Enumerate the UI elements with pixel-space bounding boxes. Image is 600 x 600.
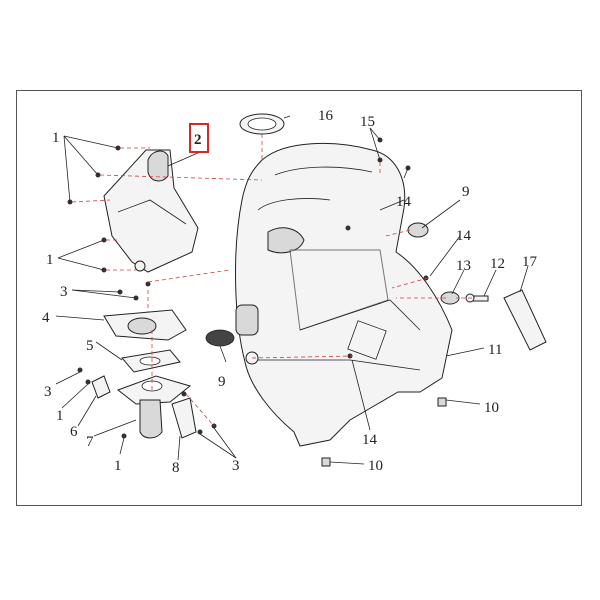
callout-labels: 1 1 1 1 2 3 3 3 4 5 6 7 8 9 9 10 10 11 1… bbox=[42, 108, 538, 476]
ring-trim[interactable] bbox=[239, 113, 285, 135]
callout-8: 8 bbox=[172, 460, 180, 476]
screws[interactable] bbox=[67, 137, 429, 439]
speaker-grille[interactable] bbox=[205, 329, 235, 347]
callout-16: 16 bbox=[318, 108, 334, 124]
callout-17: 17 bbox=[522, 254, 538, 270]
callout-1: 1 bbox=[56, 408, 64, 424]
callout-1: 1 bbox=[52, 130, 60, 146]
clip-10-lower[interactable] bbox=[321, 457, 331, 467]
callout-14: 14 bbox=[396, 194, 412, 210]
small-cap[interactable] bbox=[440, 291, 460, 305]
callout-14: 14 bbox=[362, 432, 378, 448]
callout-3: 3 bbox=[44, 384, 52, 400]
gasket-plate[interactable] bbox=[121, 349, 181, 373]
callout-13: 13 bbox=[456, 258, 471, 274]
leader-lines bbox=[55, 115, 529, 465]
callout-2: 2 bbox=[194, 132, 202, 148]
upper-inner-cover[interactable] bbox=[103, 149, 199, 273]
diagram-frame bbox=[16, 90, 582, 506]
clip-10-upper[interactable] bbox=[437, 397, 447, 407]
callout-14: 14 bbox=[456, 228, 472, 244]
ignition-bracket[interactable] bbox=[103, 309, 187, 341]
callout-1: 1 bbox=[46, 252, 54, 268]
clip-6[interactable] bbox=[91, 375, 111, 399]
lock-housing[interactable] bbox=[116, 375, 192, 439]
callout-9: 9 bbox=[462, 184, 470, 200]
callout-3: 3 bbox=[232, 458, 240, 474]
callout-1: 1 bbox=[114, 458, 122, 474]
front-leg-shield-panel[interactable] bbox=[235, 143, 453, 447]
callout-12: 12 bbox=[490, 256, 505, 272]
callout-9: 9 bbox=[218, 374, 226, 390]
callout-10: 10 bbox=[484, 400, 499, 416]
callout-6: 6 bbox=[70, 424, 78, 440]
callout-4: 4 bbox=[42, 310, 50, 326]
round-cap[interactable] bbox=[407, 222, 429, 238]
callout-10: 10 bbox=[368, 458, 383, 474]
highlight-box bbox=[189, 123, 209, 153]
callout-15: 15 bbox=[360, 114, 375, 130]
assembly-lines bbox=[71, 134, 472, 427]
callout-3: 3 bbox=[60, 284, 68, 300]
callout-5: 5 bbox=[86, 338, 94, 354]
callout-7: 7 bbox=[86, 434, 94, 450]
callout-11: 11 bbox=[488, 342, 502, 358]
trim-strip[interactable] bbox=[503, 289, 547, 351]
bracket-8[interactable] bbox=[171, 397, 197, 439]
